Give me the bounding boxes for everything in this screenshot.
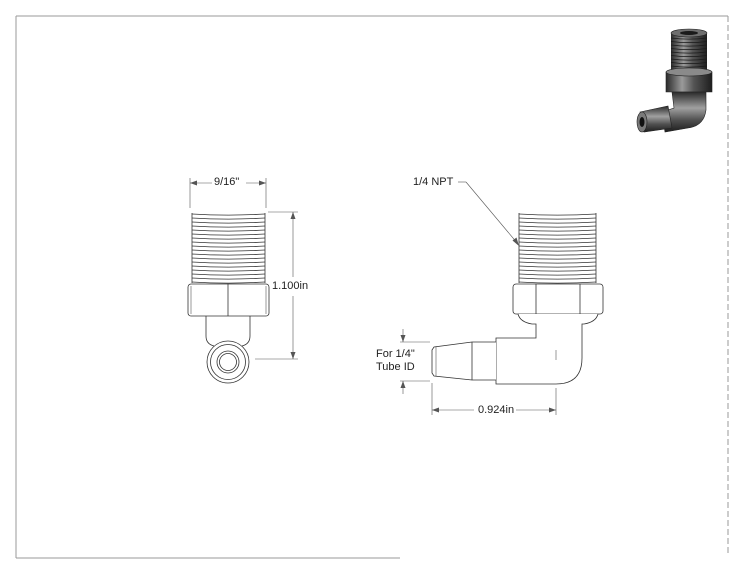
thread-ridge (191, 225, 266, 228)
thread-ridge (191, 281, 266, 284)
thread-ridge (191, 265, 266, 268)
thread-ridge (518, 221, 597, 224)
side-dimensions (400, 181, 557, 415)
thread-ridge (670, 51, 708, 54)
thread-ridge (518, 237, 597, 240)
front-thread (191, 213, 266, 284)
thread-ridge (518, 245, 597, 248)
thread-callout-label: 1/4 NPT (413, 176, 454, 188)
thread-ridge (518, 225, 597, 228)
thread-ridge (518, 253, 597, 256)
thread-ridge (518, 265, 597, 268)
thread-ridge (518, 241, 597, 244)
thread-ridge (518, 277, 597, 280)
thread-ridge (670, 62, 708, 64)
front-view (187, 213, 270, 384)
width-dimension-label: 9/16" (214, 176, 240, 188)
side-thread (518, 213, 597, 284)
thread-ridge (518, 269, 597, 272)
thread-ridge (191, 229, 266, 232)
thread-ridge (670, 65, 708, 68)
thread-ridge (518, 217, 597, 220)
thread-ridge (191, 273, 266, 276)
thread-ridge (191, 233, 266, 236)
thread-ridge (670, 37, 708, 40)
thread-ridge (191, 269, 266, 272)
isometric-render (636, 28, 713, 133)
thread-ridge (191, 213, 266, 216)
length-dimension-label: 0.924in (478, 404, 515, 416)
thread-ridge (518, 249, 597, 252)
thread-ridge (191, 253, 266, 256)
thread-ridge (670, 48, 708, 50)
thread-ridge (670, 41, 708, 43)
thread-ridge (191, 241, 266, 244)
thread-ridge (518, 213, 597, 216)
thread-ridge (518, 257, 597, 260)
thread-ridge (518, 281, 597, 284)
thread-ridge (191, 217, 266, 220)
tube-id-label-line2: Tube ID (376, 361, 415, 373)
thread-ridge (670, 44, 708, 47)
sheet-border (15, 15, 729, 559)
front-dimensions (189, 178, 298, 360)
thread-ridge (191, 237, 266, 240)
thread-ridge (191, 249, 266, 252)
thread-ridge (191, 261, 266, 264)
thread-ridge (191, 257, 266, 260)
thread-ridge (191, 245, 266, 248)
thread-ridge (191, 277, 266, 280)
thread-ridge (518, 261, 597, 264)
thread-ridge (518, 229, 597, 232)
thread-ridge (518, 233, 597, 236)
thread-ridge (518, 273, 597, 276)
side-view (431, 213, 604, 385)
height-dimension-label: 1.100in (272, 280, 309, 292)
thread-ridge (670, 55, 708, 57)
thread-ridge (670, 58, 708, 61)
thread-ridge (191, 221, 266, 224)
tube-id-label-line1: For 1/4" (376, 348, 415, 360)
